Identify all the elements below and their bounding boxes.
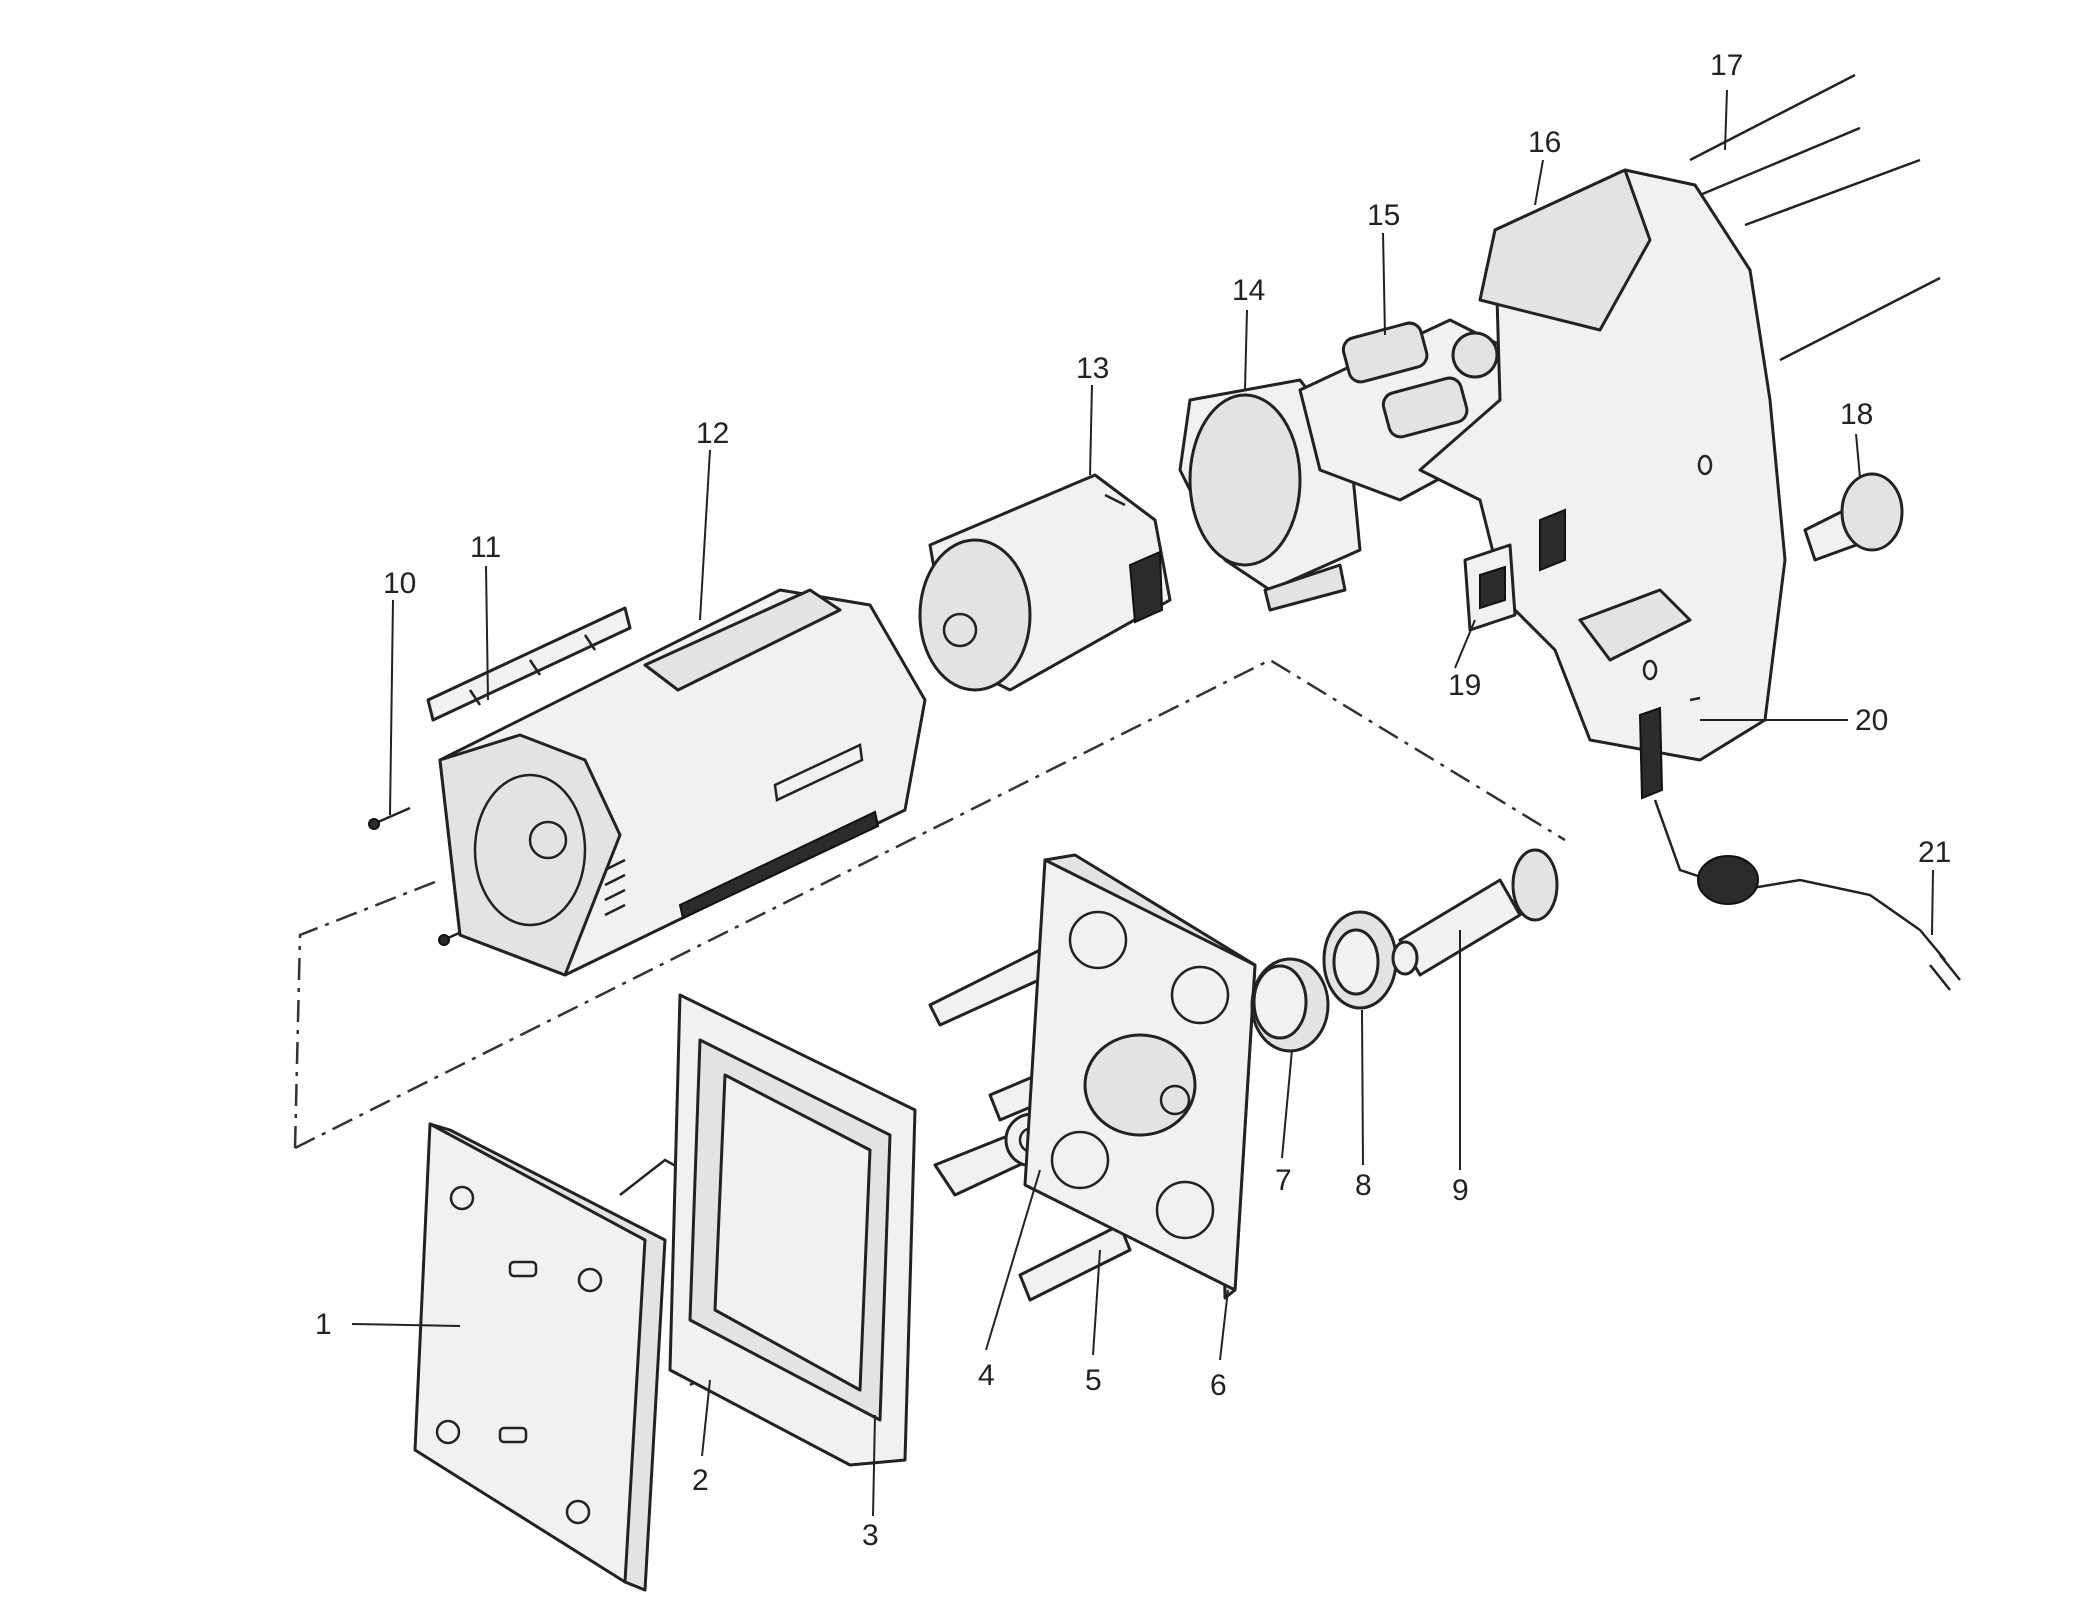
part-13-motor: [918, 473, 1172, 692]
part-3-pad-frame: [668, 993, 917, 1467]
label-20: 20: [1855, 704, 1888, 737]
label-6: 6: [1210, 1369, 1227, 1402]
label-9: 9: [1452, 1174, 1469, 1207]
label-11: 11: [470, 531, 501, 564]
label-16: 16: [1528, 126, 1561, 159]
part-16-rear-housing: [1418, 168, 1787, 762]
part-11-clamp-bar: [426, 606, 632, 722]
label-13: 13: [1076, 352, 1109, 385]
part-19-switch: [1463, 508, 1566, 632]
label-14: 14: [1232, 274, 1265, 307]
leader-lines: [351, 89, 1934, 1517]
label-17: 17: [1710, 49, 1743, 82]
label-21: 21: [1918, 836, 1951, 869]
part-18-knob: [1803, 472, 1904, 562]
label-4: 4: [978, 1359, 995, 1392]
part-9-shaft: [1391, 848, 1559, 977]
label-18: 18: [1840, 398, 1873, 431]
label-1: 1: [315, 1308, 332, 1341]
label-10: 10: [383, 567, 416, 600]
label-15: 15: [1367, 199, 1400, 232]
part-1-base-pad: [413, 1122, 667, 1592]
label-19: 19: [1448, 669, 1481, 702]
part-12-motor-housing: [438, 588, 927, 977]
part-20-strain-relief: [1638, 696, 1701, 800]
label-7: 7: [1275, 1164, 1292, 1197]
part-8-fan: [1322, 910, 1398, 1010]
label-3: 3: [862, 1519, 879, 1552]
assembly-guide-line: [293, 658, 1566, 1150]
label-2: 2: [692, 1464, 709, 1497]
part-21-power-cord: [1653, 799, 1961, 991]
label-8: 8: [1355, 1169, 1372, 1202]
part-6-bearing-plate: [1023, 853, 1257, 1300]
label-12: 12: [696, 417, 729, 450]
part-7-bearing: [1250, 957, 1330, 1053]
label-5: 5: [1085, 1364, 1102, 1397]
part-17-long-screws: [1689, 73, 1941, 362]
